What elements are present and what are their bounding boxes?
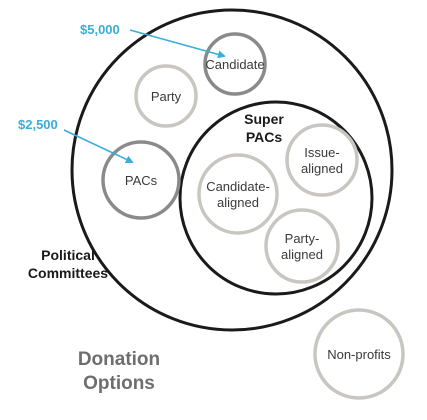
candidate-circle xyxy=(203,32,267,96)
issue-aligned-label-line2: aligned xyxy=(301,161,343,176)
pacs-circle xyxy=(101,140,181,220)
super-pacs-label-line1: Super xyxy=(244,111,284,127)
party-label: Party xyxy=(151,89,182,104)
candidate-aligned-label-line2: aligned xyxy=(217,195,259,210)
nonprofits-label: Non-profits xyxy=(327,347,391,362)
issue-aligned-label-line1: Issue- xyxy=(304,145,339,160)
political-committees-label-line1: Political xyxy=(41,247,95,263)
candidate-aligned-label-line1: Candidate- xyxy=(206,179,270,194)
candidate-aligned-circle xyxy=(197,153,279,235)
party-circle xyxy=(134,64,198,128)
pac-limit-label: $2,500 xyxy=(18,117,58,132)
title-line2: Options xyxy=(83,373,155,394)
party-aligned-label-line2: aligned xyxy=(281,247,323,262)
political-committees-circle xyxy=(70,8,394,332)
nonprofits-circle xyxy=(313,308,405,400)
candidate-label: Candidate xyxy=(205,57,264,72)
issue-aligned-circle xyxy=(285,123,359,197)
super-pacs-label-line2: PACs xyxy=(246,129,283,145)
super-pacs-circle xyxy=(178,100,374,296)
candidate-limit-label: $5,000 xyxy=(80,22,120,37)
political-committees-label-line2: Committees xyxy=(28,265,108,281)
party-aligned-label-line1: Party- xyxy=(285,231,320,246)
pacs-label: PACs xyxy=(125,173,158,188)
title-line1: Donation xyxy=(78,349,160,370)
party-aligned-circle xyxy=(264,208,340,284)
pac-limit-arrow xyxy=(63,129,134,164)
candidate-limit-arrow xyxy=(129,29,226,59)
